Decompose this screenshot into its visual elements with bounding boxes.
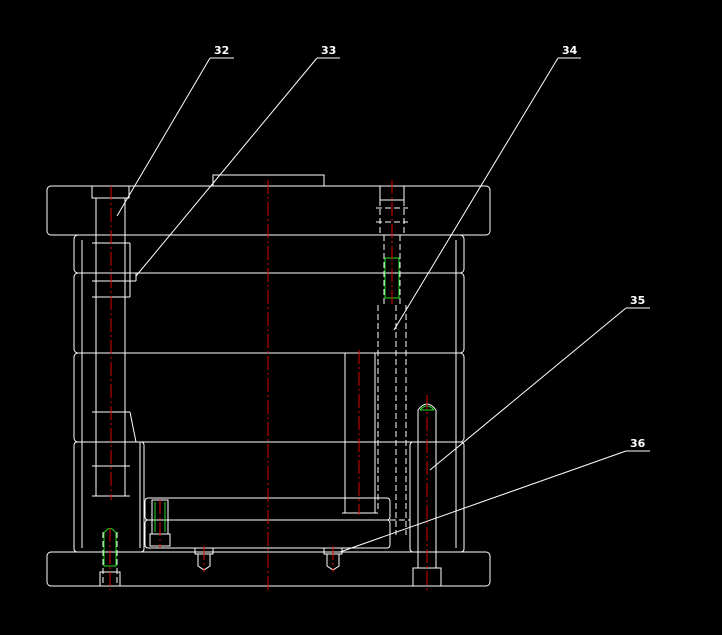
callout-label-34: 34 (562, 44, 578, 57)
callout-label-33: 33 (321, 44, 336, 57)
ejector-block (344, 352, 376, 514)
callout-label-35: 35 (630, 294, 645, 307)
callout-label-36: 36 (630, 437, 646, 450)
center-lines (109, 180, 428, 590)
callout-34: 34 (393, 44, 581, 331)
support-plate (73, 352, 465, 443)
callout-label-32: 32 (214, 44, 229, 57)
cavity-plate (73, 234, 465, 274)
callout-36: 36 (339, 437, 650, 553)
callout-35: 35 (429, 294, 650, 471)
callout-32: 32 (116, 44, 234, 217)
spacer-block-left (73, 441, 145, 553)
support-pillar-34 (372, 305, 410, 535)
callout-33: 33 (135, 44, 340, 277)
guide-pillar-left (91, 185, 137, 497)
